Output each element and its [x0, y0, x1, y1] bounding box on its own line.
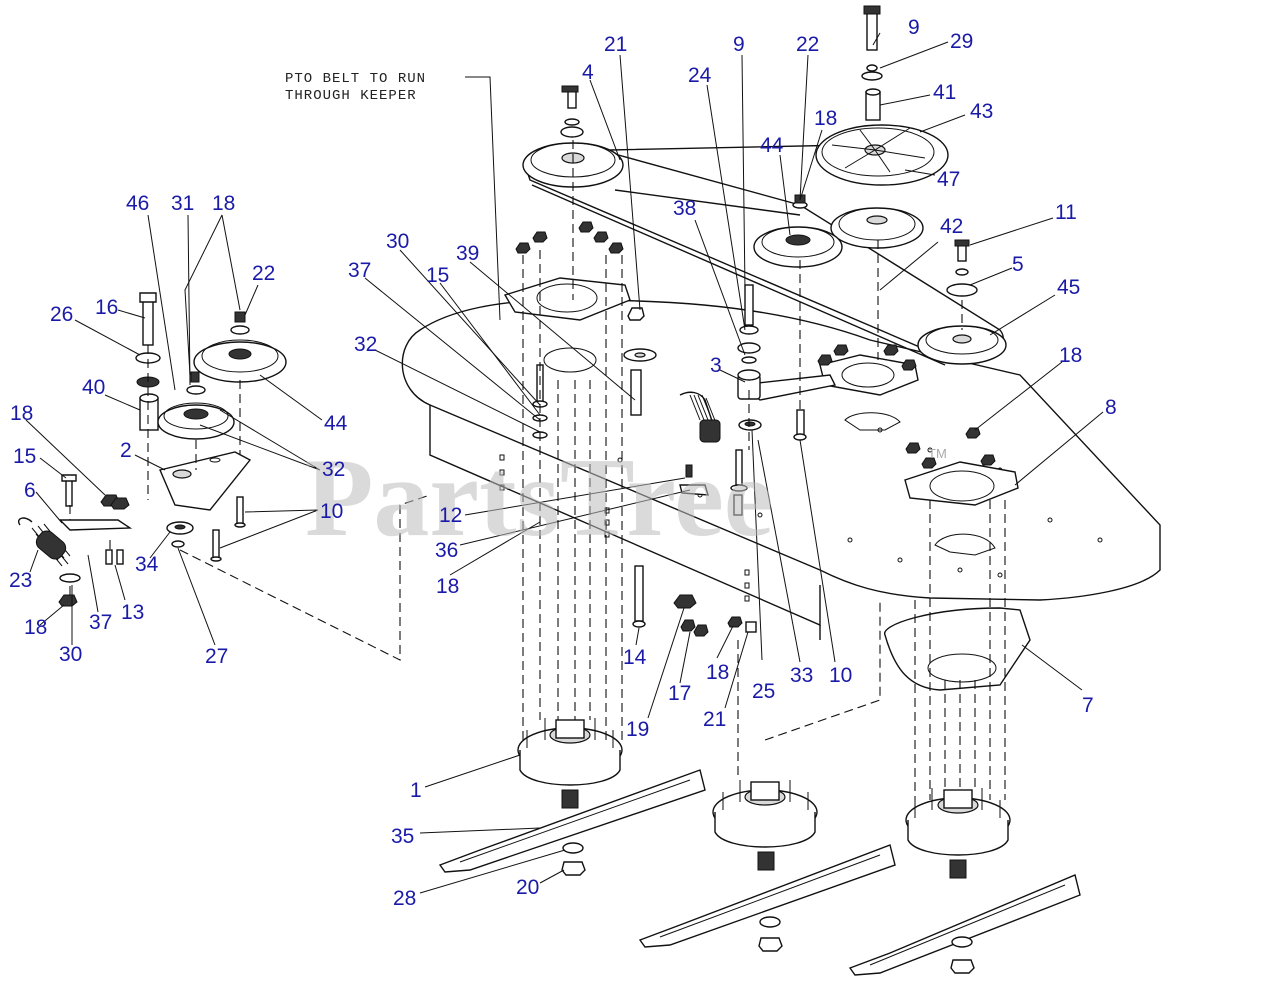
- callout: 33: [790, 664, 813, 687]
- callout: 18: [706, 661, 729, 684]
- callout: 16: [95, 296, 118, 319]
- callout: 15: [13, 445, 36, 468]
- callout: 11: [1055, 201, 1077, 224]
- callout: 9: [908, 16, 920, 39]
- upper-drive-assembly: [522, 5, 1007, 366]
- blade-left: [438, 769, 706, 876]
- callout: 32: [322, 458, 345, 481]
- callout: 18: [24, 616, 47, 639]
- callout: 26: [50, 303, 73, 326]
- callout: 27: [205, 645, 228, 668]
- watermark: PartsTree: [305, 436, 774, 560]
- callout: 35: [391, 825, 414, 848]
- callout: 44: [760, 134, 784, 157]
- callout: 43: [970, 100, 993, 123]
- callout: 42: [940, 215, 963, 238]
- callout-labels: 9 29 41 43 21 4 9 22 24 18 44 47 46 31 1…: [9, 16, 1117, 910]
- idler-arm-assembly: [679, 369, 837, 496]
- callout: 13: [121, 601, 144, 624]
- callout: 45: [1057, 276, 1080, 299]
- callout: 5: [1012, 253, 1024, 276]
- callout: 18: [10, 402, 33, 425]
- callout: 37: [89, 611, 112, 634]
- callout: 12: [439, 504, 462, 527]
- callout: 30: [59, 643, 82, 666]
- callout: 18: [1059, 344, 1082, 367]
- callout: 3: [710, 354, 722, 377]
- deck-hardware: [515, 221, 996, 637]
- callout: 15: [426, 264, 449, 287]
- callout: 8: [1105, 396, 1117, 419]
- callout: 1: [410, 779, 422, 802]
- callout: 18: [814, 107, 837, 130]
- callout: 31: [171, 192, 194, 215]
- callout: 32: [354, 333, 377, 356]
- leader-lines: [25, 32, 1104, 894]
- callout: 21: [703, 708, 726, 731]
- callout: 38: [673, 197, 696, 220]
- callout: 28: [393, 887, 416, 910]
- watermark-trademark: TM: [928, 446, 947, 461]
- callout: 25: [752, 680, 775, 703]
- callout: 22: [796, 33, 819, 56]
- callout: 37: [348, 259, 371, 282]
- callout: 10: [829, 664, 852, 687]
- spindle-right: [905, 788, 1011, 879]
- callout: 20: [516, 876, 539, 899]
- callout: 7: [1082, 694, 1094, 717]
- mower-deck: [401, 277, 1161, 640]
- callout: 34: [135, 553, 159, 576]
- callout: 19: [626, 718, 649, 741]
- callout: 14: [623, 646, 647, 669]
- spindle-center: [712, 780, 818, 871]
- callout: 10: [320, 500, 343, 523]
- deck-shield: [884, 607, 1031, 691]
- callout: 24: [688, 64, 712, 87]
- callout: 22: [252, 262, 275, 285]
- callout: 36: [435, 539, 458, 562]
- callout: 47: [937, 168, 960, 191]
- callout: 2: [120, 439, 132, 462]
- callout: 30: [386, 230, 409, 253]
- callout: 40: [82, 376, 105, 399]
- callout: 41: [933, 81, 956, 104]
- callout: 39: [456, 242, 479, 265]
- callout: 18: [212, 192, 235, 215]
- callout: 23: [9, 569, 32, 592]
- callout: 29: [950, 30, 973, 53]
- callout: 6: [24, 479, 36, 502]
- spindle-left: [517, 718, 623, 809]
- alignment-lines: [69, 140, 1006, 800]
- callout: 18: [436, 575, 459, 598]
- callout: 21: [604, 33, 627, 56]
- note-line-1: PTO BELT TO RUN: [285, 71, 426, 87]
- blade-center: [638, 844, 896, 952]
- callout: 4: [582, 61, 594, 84]
- callout: 46: [126, 192, 149, 215]
- callout: 44: [324, 412, 348, 435]
- left-idler-assembly: [18, 292, 287, 607]
- blade-right: [848, 874, 1081, 976]
- callout: 9: [733, 33, 745, 56]
- note-line-2: THROUGH KEEPER: [285, 88, 417, 104]
- callout: 17: [668, 682, 691, 705]
